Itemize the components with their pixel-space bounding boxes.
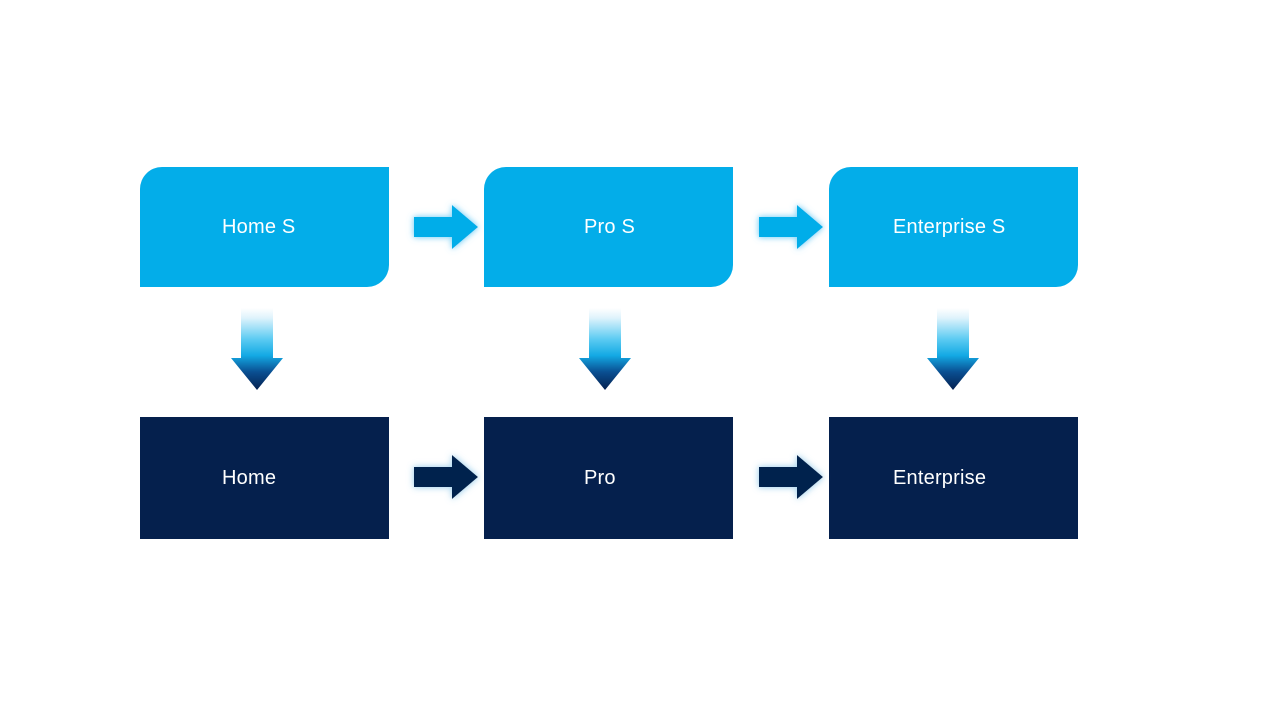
- tier-box-pro[interactable]: Pro: [484, 417, 733, 539]
- tier-box-label: Enterprise S: [893, 216, 1006, 238]
- tier-box-home[interactable]: Home: [140, 417, 389, 539]
- arrow-down-icon-home-s-to-home: [230, 308, 284, 392]
- arrow-down-icon-enterprise-s-to-enterprise: [926, 308, 980, 392]
- arrow-right-icon-home-to-pro: [408, 450, 484, 504]
- arrow-right-icon-pro-to-enterprise: [753, 450, 829, 504]
- tier-box-enterprise[interactable]: Enterprise: [829, 417, 1078, 539]
- arrow-right-icon-pro-s-to-enterprise-s: [753, 200, 829, 254]
- tier-box-label: Enterprise: [893, 467, 987, 489]
- tier-box-label: Pro S: [584, 216, 636, 238]
- tier-box-enterprise-s[interactable]: Enterprise S: [829, 167, 1078, 287]
- tier-box-label: Home: [222, 467, 277, 489]
- tier-box-label: Home S: [222, 216, 296, 238]
- tier-box-label: Pro: [584, 467, 616, 489]
- arrow-down-icon-pro-s-to-pro: [578, 308, 632, 392]
- arrow-right-icon-home-s-to-pro-s: [408, 200, 484, 254]
- tier-box-home-s[interactable]: Home S: [140, 167, 389, 287]
- tier-box-pro-s[interactable]: Pro S: [484, 167, 733, 287]
